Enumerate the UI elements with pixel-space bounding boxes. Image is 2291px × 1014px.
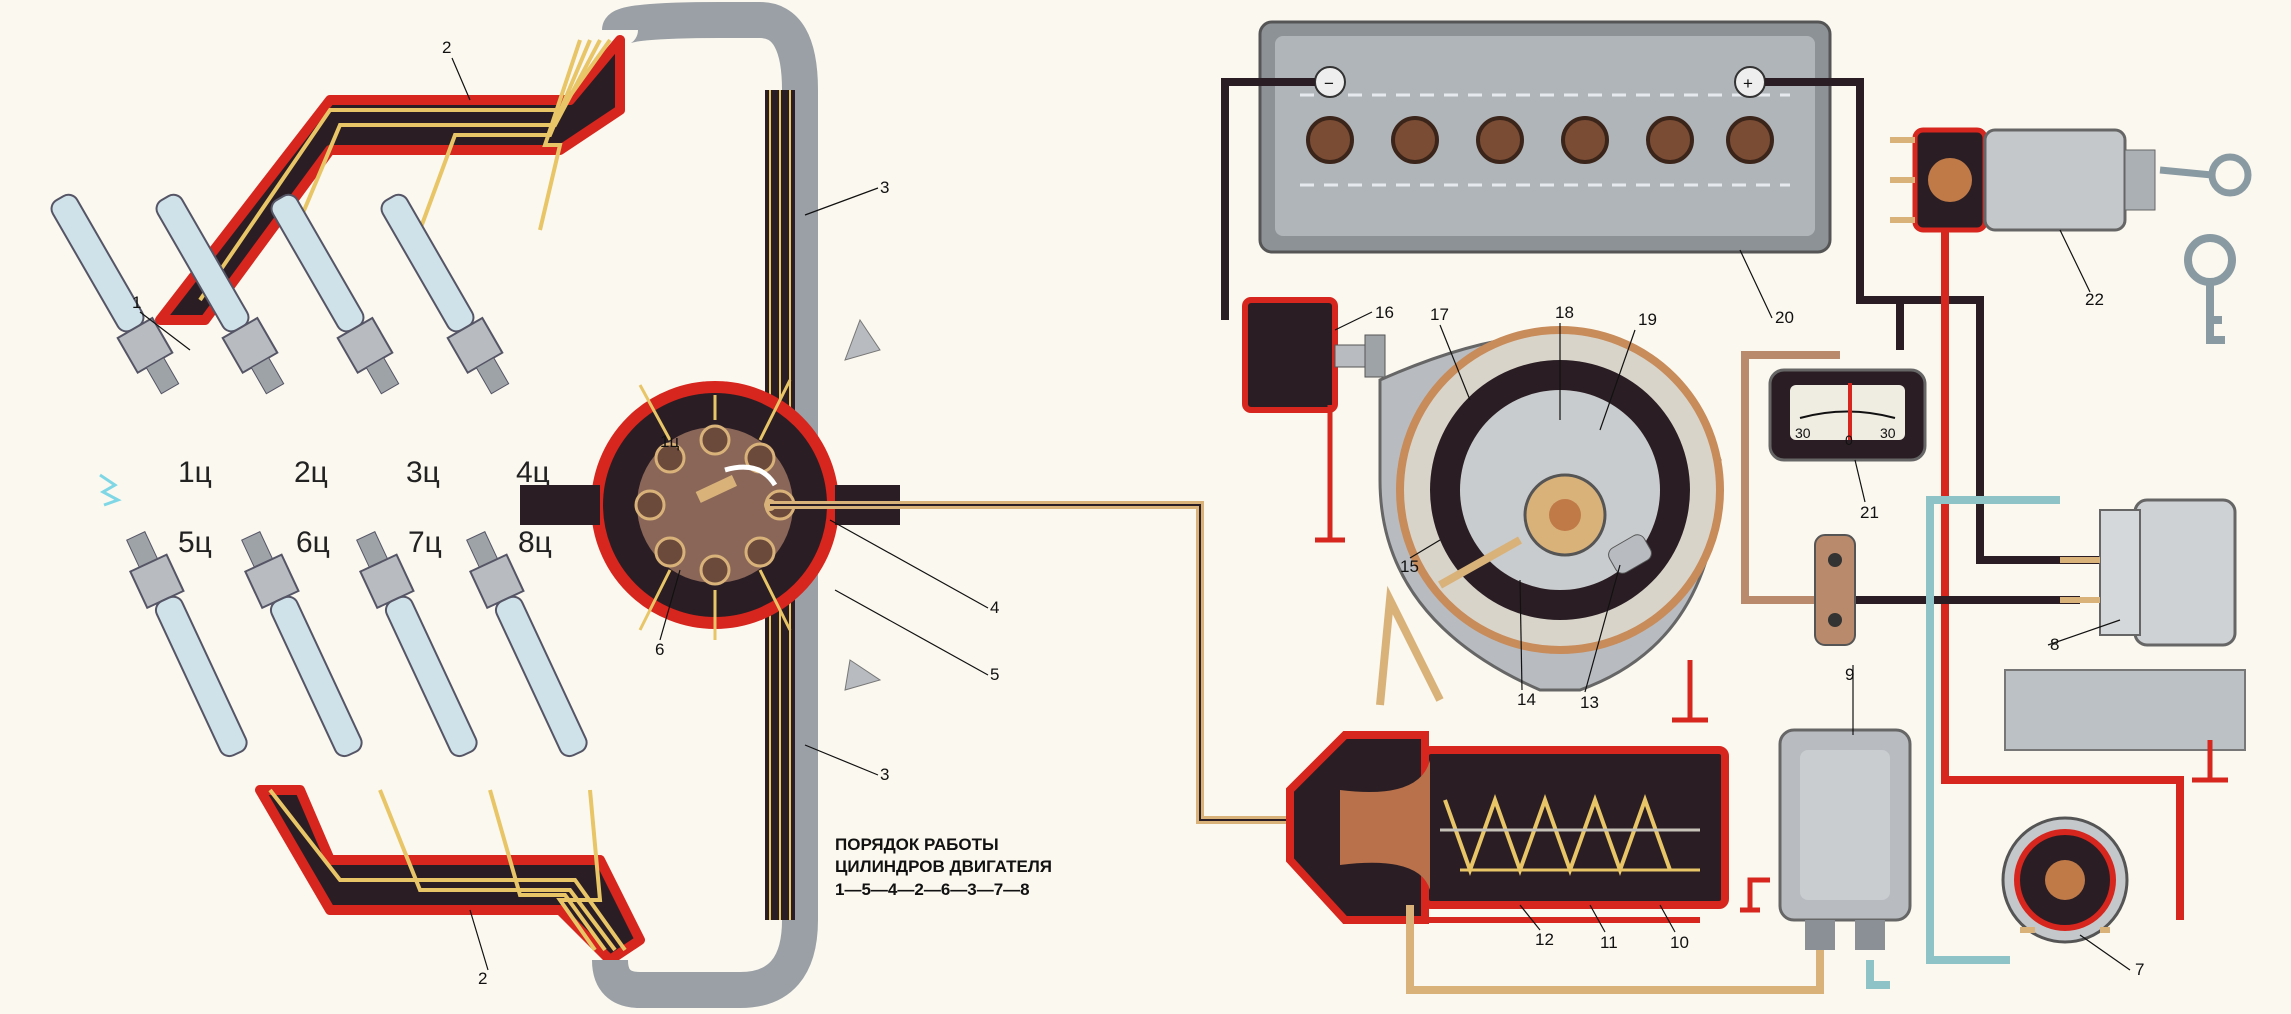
callout-7: 7 [2135, 960, 2144, 979]
callout-17: 17 [1430, 305, 1449, 324]
leader-lines [139, 57, 2131, 971]
callout-19: 19 [1638, 310, 1657, 329]
callout-13: 13 [1580, 693, 1599, 712]
rotor [695, 475, 737, 503]
spark-plugs-bottom [126, 531, 588, 758]
callout-1: 1 [132, 293, 141, 312]
callout-14: 14 [1517, 690, 1536, 709]
cylinder-label-7: 7ц [408, 526, 442, 559]
battery-minus-icon: − [1324, 74, 1334, 93]
ground-symbol-2 [1672, 660, 1708, 723]
cylinder-label-5: 5ц [178, 526, 212, 559]
callout-15: 15 [1400, 557, 1419, 576]
callout-20: 20 [1775, 308, 1794, 327]
cylinder-label-1: 1ц [178, 456, 212, 489]
callouts: 1 2 2 3 3 4 5 6 7 8 9 10 11 12 13 14 15 … [132, 38, 2144, 988]
sensor-unit [2001, 816, 2129, 944]
callout-2-bottom: 2 [478, 969, 487, 988]
spark-plug-4 [380, 193, 510, 395]
key-icon [2159, 153, 2252, 344]
cylinder-label-2: 2ц [294, 456, 328, 489]
callout-12: 12 [1535, 930, 1554, 949]
battery-plus-icon: + [1743, 74, 1753, 93]
callout-5: 5 [990, 665, 999, 684]
ammeter-scale-left: 30 [1795, 425, 1811, 441]
callout-4: 4 [990, 598, 999, 617]
rotation-arrow-icon [724, 464, 778, 487]
ground-symbol [1315, 405, 1345, 543]
ground-symbol-4 [1740, 877, 1770, 913]
relay-unit [2004, 498, 2246, 783]
firing-order-line-1: ПОРЯДОК РАБОТЫ [835, 835, 999, 854]
callout-10: 10 [1670, 933, 1689, 952]
battery-cells [1306, 116, 1774, 164]
breaker-distributor [1378, 326, 1724, 723]
callout-21: 21 [1860, 503, 1879, 522]
spark-plug-7 [356, 531, 478, 758]
ammeter-scale-right: 30 [1880, 425, 1896, 441]
spark-icon [99, 473, 122, 507]
cylinder-label-3: 3ц [406, 456, 440, 489]
callout-16: 16 [1375, 303, 1394, 322]
spark-plug-3 [270, 193, 400, 395]
ignition-switch [1890, 127, 2156, 233]
callout-6: 6 [655, 640, 664, 659]
rotor-cylinder-label: 1ц [660, 432, 679, 451]
distributor-terminals [634, 424, 796, 586]
spark-plug-5 [126, 531, 248, 758]
callout-11: 11 [1600, 933, 1618, 952]
low-voltage-wiring [1221, 78, 2184, 994]
callout-2-top: 2 [442, 38, 451, 57]
firing-order-block: ПОРЯДОК РАБОТЫ ЦИЛИНДРОВ ДВИГАТЕЛЯ 1—5—4… [835, 835, 1052, 899]
callout-9: 9 [1845, 665, 1854, 684]
spark-plugs-top [50, 193, 510, 395]
callout-3-bottom: 3 [880, 765, 889, 784]
callout-8: 8 [2050, 635, 2059, 654]
callout-18: 18 [1555, 303, 1574, 322]
ammeter: 30 0 30 [1768, 368, 1927, 462]
terminal-plate [1814, 534, 1856, 646]
hv-wire-bundle-top [155, 35, 625, 325]
transistor-unit [1740, 728, 1912, 950]
spark-plug-6 [241, 531, 363, 758]
spark-plug-1 [50, 193, 180, 395]
hv-wire-bundle-bottom [255, 785, 645, 965]
firing-order-sequence: 1—5—4—2—6—3—7—8 [835, 880, 1030, 899]
cylinder-label-4: 4ц [516, 456, 550, 489]
ignition-coil [1286, 731, 1729, 924]
callout-22: 22 [2085, 290, 2104, 309]
callout-3-top: 3 [880, 178, 889, 197]
ammeter-scale-mid: 0 [1845, 432, 1853, 448]
cylinder-label-6: 6ц [296, 526, 330, 559]
ground-symbol-3 [2192, 740, 2228, 783]
battery: − + [1258, 20, 1832, 254]
cylinder-label-8: 8ц [518, 526, 552, 559]
firing-order-line-2: ЦИЛИНДРОВ ДВИГАТЕЛЯ [835, 857, 1052, 876]
starter-switch [1242, 297, 1386, 543]
spark-plug-8 [466, 531, 588, 758]
spark-plug-2 [155, 193, 285, 395]
